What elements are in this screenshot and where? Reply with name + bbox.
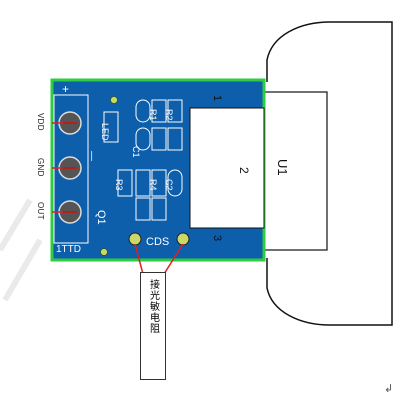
sensor-lead-left [134,243,144,275]
pin-label-gnd: GND [36,158,45,177]
sensor-label: CDS [146,236,169,248]
led-mark: LED [100,123,110,141]
watermark [0,198,43,302]
mark-r1: R1 [148,109,158,121]
chip-ref: U1 [275,159,290,176]
sensor-window [262,91,328,251]
terminal-gnd [52,156,82,180]
mark-c1: C1 [131,146,141,158]
pin-number-2: 2 [237,167,251,174]
mark-r2: R2 [164,109,174,121]
sensor-lead-right [163,243,184,275]
mark-c2: C2 [164,179,174,191]
paragraph-mark: ↲ [384,382,394,395]
callout-text: 接光敏电阻 [147,279,159,334]
terminal-out [52,200,82,224]
component-grid [117,99,183,221]
component-zd: LED [100,111,119,143]
callout-box: 接光敏电阻 [140,272,166,380]
pin-label-out: OUT [36,202,45,220]
mark-r3: R3 [114,179,124,191]
pin-number-3: 3 [211,235,223,241]
header-value: 1TTD [56,244,81,255]
plus-mark: + [62,82,69,96]
vias [100,96,118,256]
terminal-vdd [52,111,82,135]
mark-r4: R4 [148,179,158,191]
minus-mark: — [86,151,97,161]
chip-inner [192,110,262,226]
pin-label-vdd: VDD [36,113,45,131]
pin-number-1: 1 [211,95,223,101]
transistor-ref: Q1 [95,210,107,225]
